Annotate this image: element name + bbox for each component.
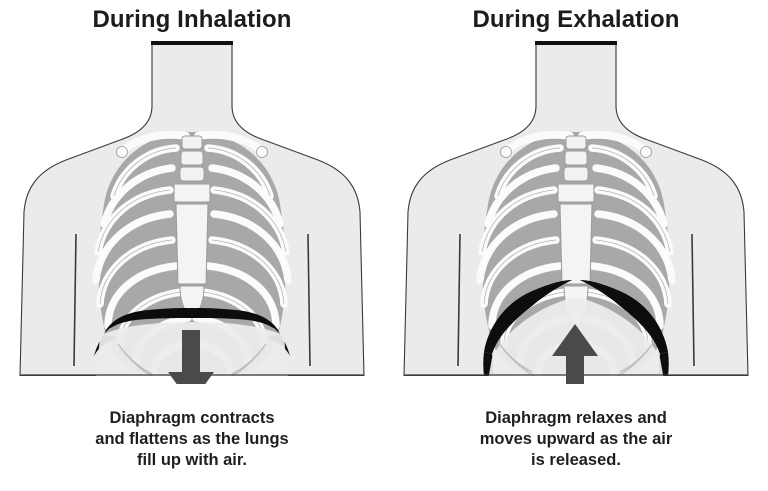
- sternum-left: [173, 183, 211, 319]
- vertebrae-left: [179, 135, 205, 182]
- vertebrae-right: [563, 135, 589, 182]
- downward-arrow: [168, 330, 214, 384]
- neck-top-edge: [151, 41, 233, 45]
- ribcage-outline-left: [97, 147, 287, 345]
- panel-title-inhalation: During Inhalation: [92, 6, 292, 33]
- caption-inhalation: Diaphragm contracts and flattens as the …: [95, 409, 289, 470]
- panel-title-exhalation: During Exhalation: [472, 6, 680, 33]
- diaphragm-exhalation: [483, 280, 669, 376]
- arm-separation-lines-left: [73, 233, 311, 367]
- upward-arrow: [552, 324, 598, 384]
- figure-inhalation: [0, 36, 384, 384]
- arm-separation-lines-right: [457, 233, 695, 367]
- caption-exhalation: Diaphragm relaxes and moves upward as th…: [479, 409, 673, 470]
- panel-inhalation: During Inhalation: [0, 6, 384, 470]
- clavicles-left: [116, 130, 268, 158]
- figure-exhalation: [384, 36, 768, 384]
- ribcage-outline-right: [481, 147, 671, 345]
- lower-ribs-left: [117, 343, 267, 376]
- clavicles-right: [500, 130, 652, 158]
- panel-exhalation: During Exhalation: [384, 0, 768, 491]
- neck-top-edge: [535, 41, 617, 45]
